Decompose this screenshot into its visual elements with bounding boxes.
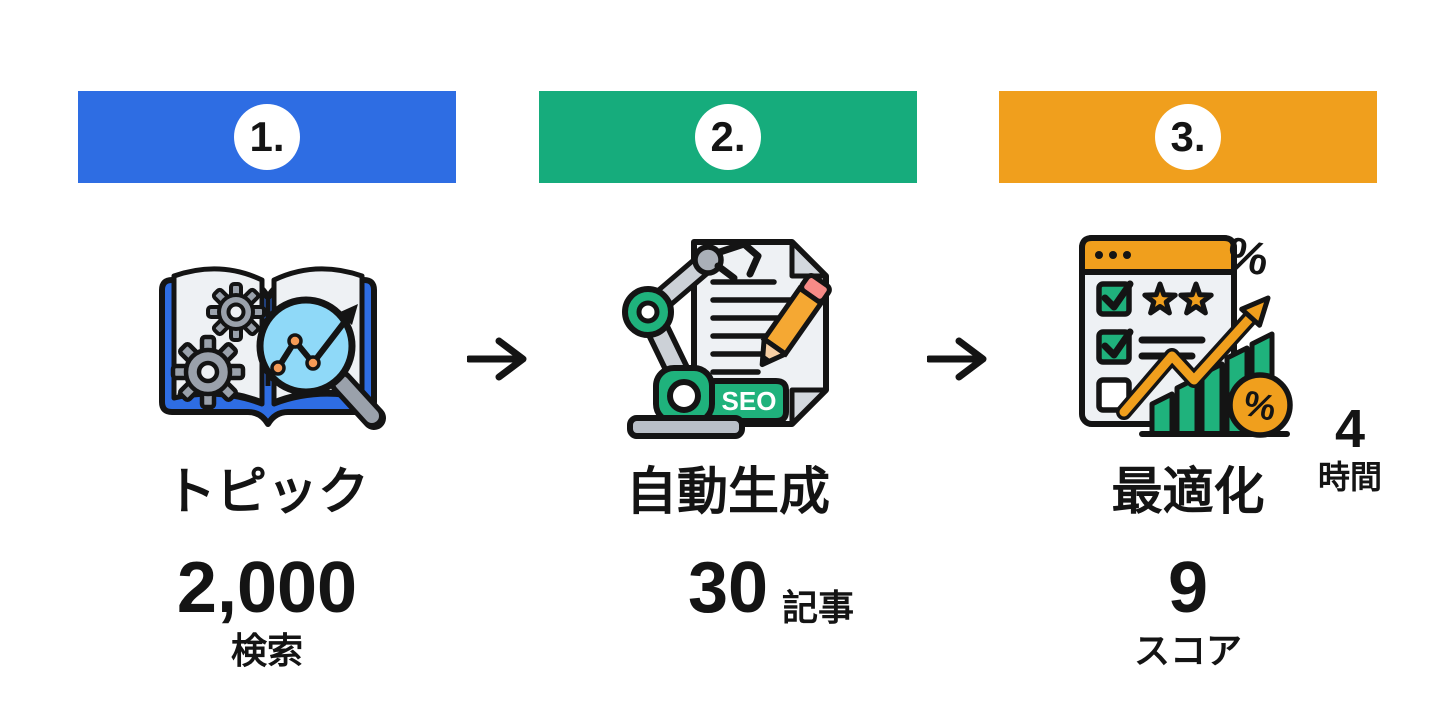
step-1-title: トピック <box>164 463 369 520</box>
step-1-value: 2,000 <box>176 548 358 628</box>
robot-arm-icon <box>622 240 762 439</box>
magnifier-icon <box>256 296 386 430</box>
step-3-banner: 3. <box>999 91 1377 183</box>
book-analytics-icon <box>148 236 388 441</box>
step-2-unit: 記事 <box>782 587 855 628</box>
step-3-number-badge: 3. <box>1155 104 1221 170</box>
step-3-time-note: 4 時間 <box>1303 402 1397 495</box>
flow-right-arrow-icon <box>925 336 989 382</box>
seo-score-icon: % % <box>1072 226 1300 442</box>
step-1-unit: 検索 <box>230 630 303 671</box>
checkbox-checked-1 <box>1096 280 1134 317</box>
robot-writing-svg: SEO <box>622 239 832 439</box>
seo-tag-label: SEO <box>722 386 777 416</box>
step-1-banner: 1. <box>78 91 456 183</box>
step-2-banner: 2. <box>539 91 917 183</box>
step-3-unit: スコア <box>1133 630 1242 671</box>
pencil-icon <box>759 273 832 368</box>
book-analytics-svg <box>159 266 386 430</box>
checkbox-checked-2 <box>1096 328 1134 365</box>
percent-sign-icon: % <box>1223 226 1274 285</box>
step-2-title: 自動生成 <box>625 463 830 520</box>
robot-writing-icon: SEO <box>606 226 834 442</box>
flow-right-arrow-icon <box>465 336 529 382</box>
percent-badge-icon: % <box>1227 372 1293 438</box>
star-icon <box>1142 281 1178 316</box>
step-3-value: 9 <box>1167 548 1209 628</box>
step-3-metric: 9 <box>999 552 1377 630</box>
step-1-metric: 2,000 <box>78 552 456 630</box>
gear-large-icon <box>170 334 246 410</box>
trend-arrow-icon <box>1116 295 1271 420</box>
seo-tag-icon: SEO <box>693 378 789 424</box>
step-2-number: 2. <box>710 113 746 160</box>
step-3-time-value: 4 <box>1334 399 1366 459</box>
seo-score-svg: % % <box>1079 226 1293 438</box>
star-icon <box>1178 281 1214 316</box>
gear-small-icon <box>206 282 266 342</box>
step-1-number: 1. <box>249 113 285 160</box>
step-2-number-badge: 2. <box>695 104 761 170</box>
bar-chart-icon <box>1139 331 1290 437</box>
step-3-number: 3. <box>1170 113 1206 160</box>
step-1-number-badge: 1. <box>234 104 300 170</box>
step-2-value: 30 <box>687 548 769 628</box>
step-2-metric: 30 記事 <box>539 552 917 630</box>
step-3-title: 最適化 <box>1111 463 1265 520</box>
step-3-time-unit: 時間 <box>1317 459 1382 495</box>
